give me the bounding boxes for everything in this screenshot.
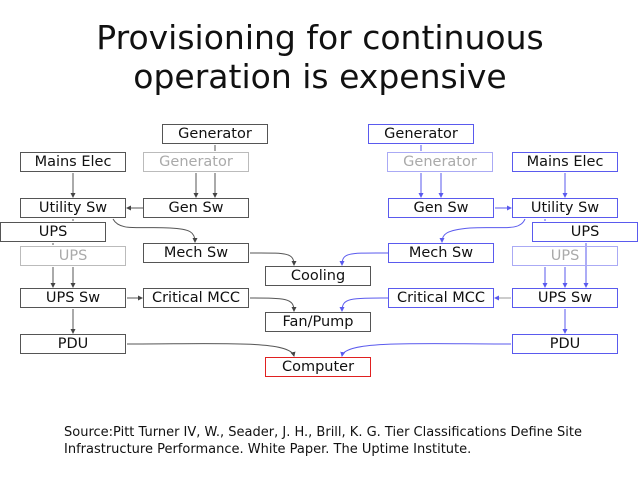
left-pdu-box: PDU xyxy=(20,334,126,354)
left-generator-box: Generator xyxy=(162,124,268,144)
right-generator-ghost-box: Generator xyxy=(387,152,493,172)
title-line-1: Provisioning for continuous xyxy=(96,18,544,57)
right-ups-ghost-box: UPS xyxy=(512,246,618,266)
cooling-box: Cooling xyxy=(265,266,371,286)
slide-title: Provisioning for continuous operation is… xyxy=(0,18,640,96)
right-generator-box: Generator xyxy=(368,124,474,144)
right-utility-sw-box: Utility Sw xyxy=(512,198,618,218)
title-line-2: operation is expensive xyxy=(133,57,507,96)
left-critical-mcc-box: Critical MCC xyxy=(143,288,249,308)
left-ups-ghost-box: UPS xyxy=(20,246,126,266)
right-ups-sw-box: UPS Sw xyxy=(512,288,618,308)
left-generator-ghost-box: Generator xyxy=(143,152,249,172)
left-gen-sw-box: Gen Sw xyxy=(143,198,249,218)
left-mains-elec-box: Mains Elec xyxy=(20,152,126,172)
right-critical-mcc-box: Critical MCC xyxy=(388,288,494,308)
right-gen-sw-box: Gen Sw xyxy=(388,198,494,218)
left-connectors xyxy=(53,145,297,357)
source-citation: Source:Pitt Turner IV, W., Seader, J. H.… xyxy=(64,425,582,457)
fan-pump-box: Fan/Pump xyxy=(265,312,371,332)
right-pdu-box: PDU xyxy=(512,334,618,354)
left-mech-sw-box: Mech Sw xyxy=(143,243,249,263)
left-ups-box: UPS xyxy=(0,222,106,242)
right-mech-sw-box: Mech Sw xyxy=(388,243,494,263)
left-utility-sw-box: Utility Sw xyxy=(20,198,126,218)
left-ups-sw-box: UPS Sw xyxy=(20,288,126,308)
right-ups-box: UPS xyxy=(532,222,638,242)
computer-box: Computer xyxy=(265,357,371,377)
right-mains-elec-box: Mains Elec xyxy=(512,152,618,172)
